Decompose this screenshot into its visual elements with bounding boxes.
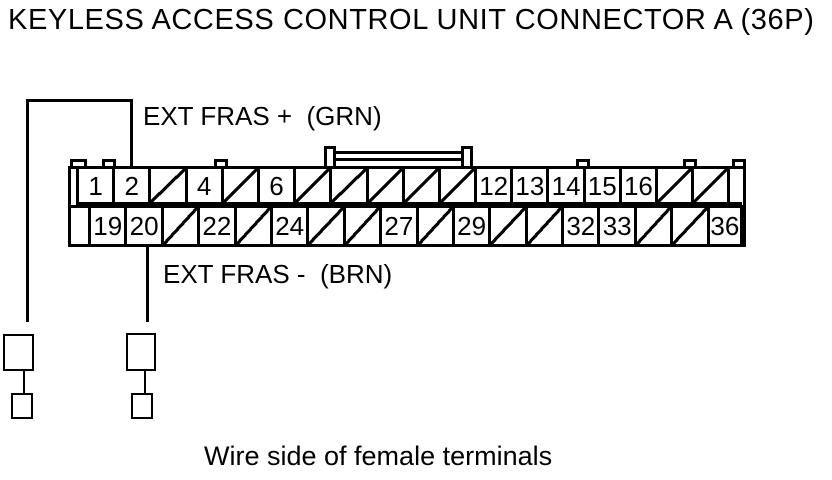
- terminal-minus-tip: [131, 393, 153, 419]
- pin-cell-unused: [488, 205, 525, 247]
- lock-lever-bar: [333, 151, 465, 161]
- pin-cell-unused: [233, 205, 270, 247]
- pin-cell-29: 29: [451, 205, 489, 247]
- terminal-minus-body: [126, 333, 156, 371]
- pin-cell-33: 33: [597, 205, 634, 247]
- pin-cell-unused: [437, 166, 475, 205]
- pin-cell-36: 36: [706, 205, 744, 247]
- pin-cell-16: 16: [618, 166, 655, 205]
- label-ext-fras-plus: EXT FRAS + (GRN): [143, 101, 382, 131]
- wire-minus-from-pin20: [146, 247, 149, 322]
- pin-cell-19: 19: [88, 205, 125, 247]
- wire-plus-to-pin2: [130, 99, 133, 168]
- pin-cell-unused: [342, 205, 380, 247]
- pin-cell-unused: [148, 166, 185, 205]
- pin-cell-24: 24: [269, 205, 307, 247]
- label-ext-fras-minus: EXT FRAS - (BRN): [163, 259, 393, 289]
- pin-cell-unused: [160, 205, 198, 247]
- pin-cell-12: 12: [474, 166, 511, 205]
- pin-cell-unused: [401, 166, 438, 205]
- housing-filler-bottom-left: [68, 205, 88, 247]
- diagram-title: KEYLESS ACCESS CONTROL UNIT CONNECTOR A …: [8, 4, 815, 36]
- pin-cell-unused: [306, 205, 343, 247]
- wire-plus-vertical-drop: [26, 99, 29, 322]
- pin-cell-15: 15: [582, 166, 619, 205]
- pin-cell-13: 13: [510, 166, 547, 205]
- caption-wire-side: Wire side of female terminals: [204, 441, 553, 471]
- pin-cell-unused: [329, 166, 366, 205]
- pin-cell-4: 4: [184, 166, 221, 205]
- pin-cell-14: 14: [546, 166, 583, 205]
- terminal-plus-stem: [23, 369, 25, 395]
- pin-cell-unused: [524, 205, 562, 247]
- pin-cell-unused: [691, 166, 728, 205]
- pin-cell-32: 32: [561, 205, 598, 247]
- pin-cell-22: 22: [197, 205, 234, 247]
- pin-cell-unused: [415, 205, 452, 247]
- wire-plus-horizontal: [26, 99, 133, 102]
- pin-cell-unused: [655, 166, 692, 205]
- housing-filler-top-right: [727, 166, 743, 205]
- pin-cell-unused: [633, 205, 671, 247]
- terminal-plus-tip: [11, 393, 33, 419]
- pin-cell-20: 20: [124, 205, 161, 247]
- pin-cell-unused: [670, 205, 707, 247]
- pin-cell-2: 2: [112, 166, 149, 205]
- pin-cell-1: 1: [76, 166, 113, 205]
- pin-cell-unused: [220, 166, 257, 205]
- terminal-minus-stem: [144, 369, 146, 395]
- pin-cell-unused: [365, 166, 402, 205]
- pin-cell-27: 27: [379, 205, 416, 247]
- terminal-plus-body: [3, 334, 34, 371]
- pin-cell-6: 6: [256, 166, 294, 205]
- pin-cell-unused: [293, 166, 330, 205]
